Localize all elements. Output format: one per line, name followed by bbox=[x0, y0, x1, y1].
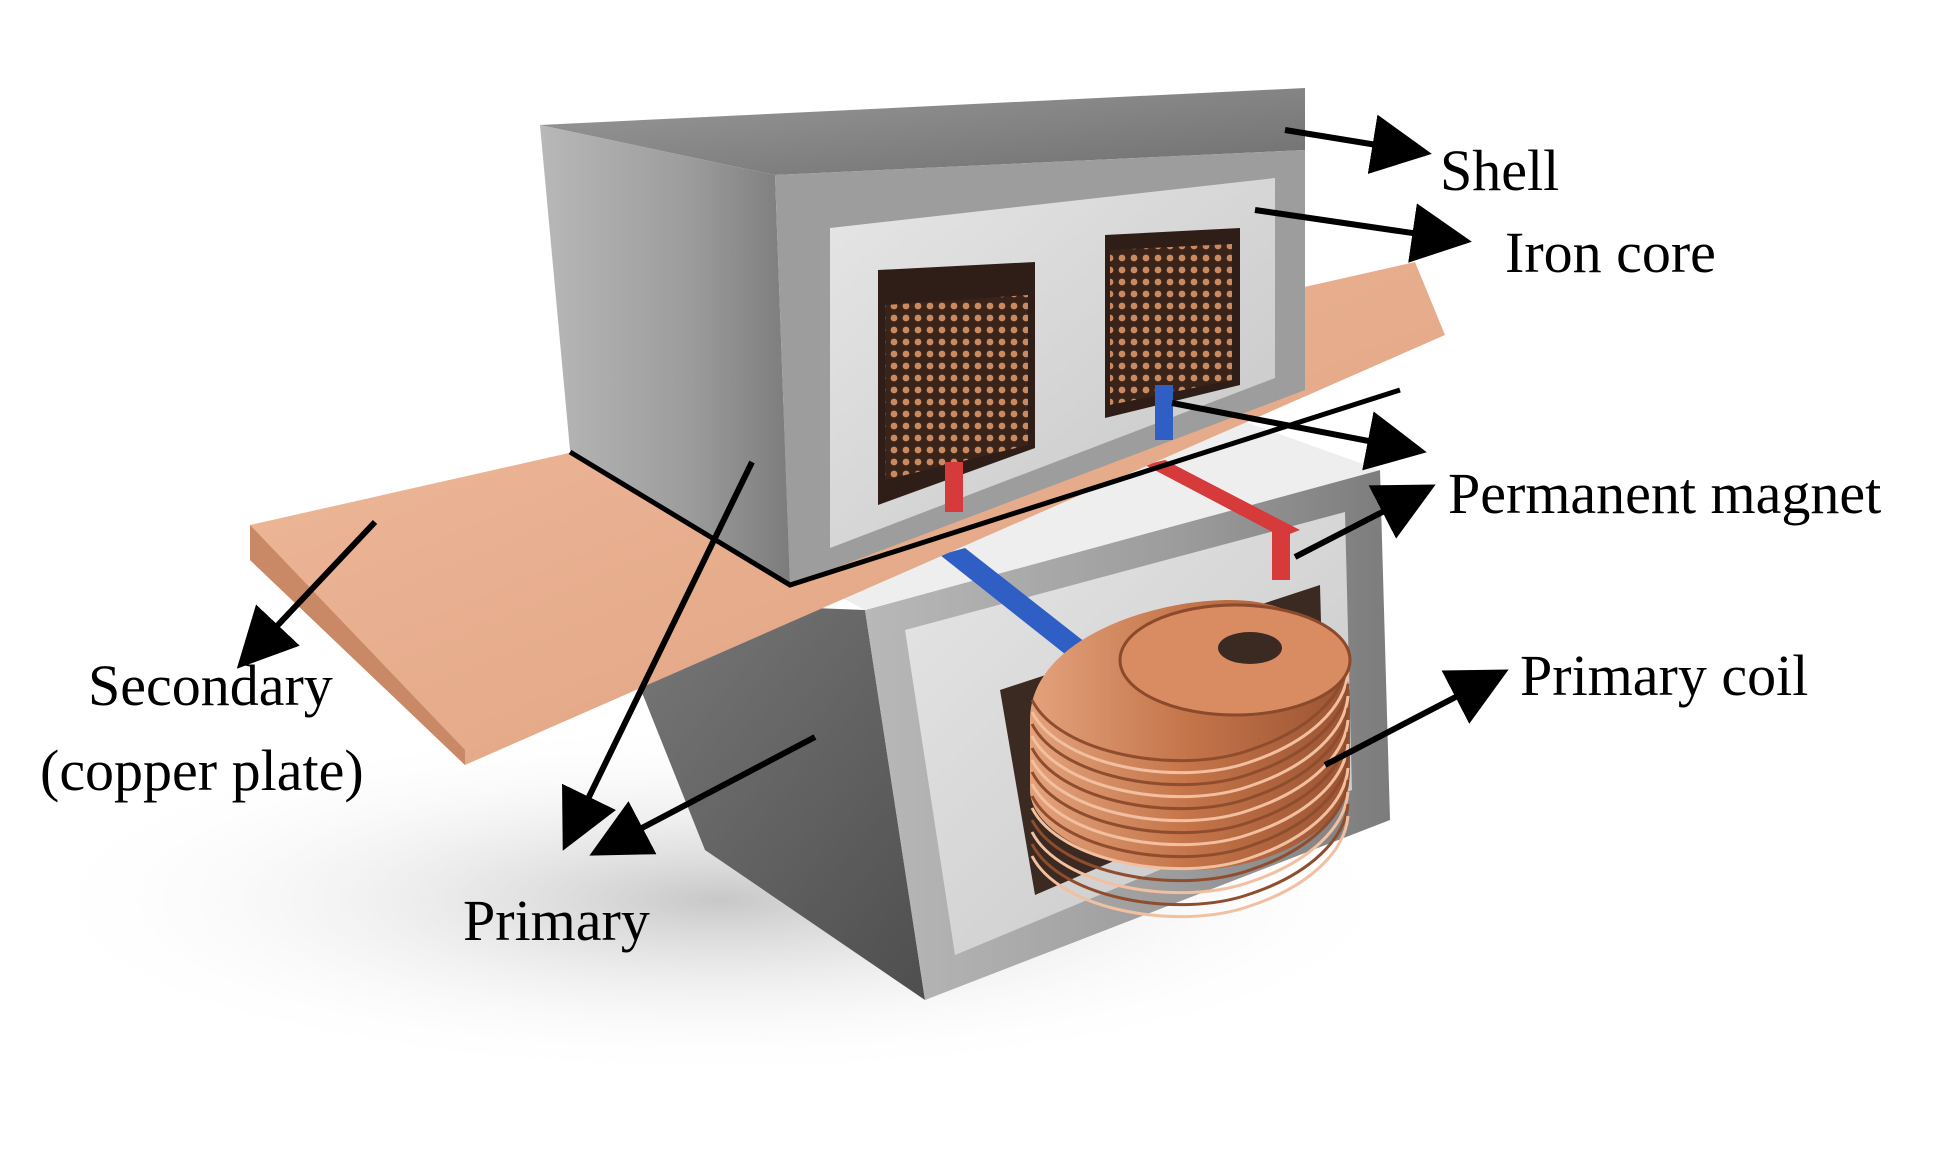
coil-turn bbox=[1030, 683, 1350, 787]
label-primary-coil: Primary coil bbox=[1520, 643, 1808, 708]
magnet-south-stripe-lower bbox=[940, 548, 1095, 658]
arrow-permanent-magnet-1 bbox=[1171, 400, 1427, 471]
coil-turn bbox=[1030, 671, 1350, 775]
label-shell: Shell bbox=[1440, 138, 1559, 203]
arrow-permanent-magnet-2 bbox=[1293, 484, 1436, 560]
arrow-iron-core bbox=[1254, 203, 1472, 263]
upper-primary-block bbox=[540, 88, 1401, 588]
primary-coil bbox=[1030, 600, 1352, 919]
coil-turn bbox=[1030, 815, 1350, 919]
magnet-north-upper bbox=[945, 462, 963, 512]
label-permanent-magnet: Permanent magnet bbox=[1448, 461, 1881, 526]
label-secondary: Secondary bbox=[88, 653, 333, 718]
annotation-arrows bbox=[236, 114, 1509, 856]
coil-turn bbox=[1030, 659, 1350, 763]
coil-turn bbox=[1030, 767, 1350, 871]
coil-turn bbox=[1030, 707, 1350, 811]
arrow-primary-from-upper bbox=[562, 460, 755, 851]
arrow-primary-coil bbox=[1323, 669, 1509, 768]
coil-turn bbox=[1030, 743, 1350, 847]
magnet-north-leg bbox=[1272, 532, 1290, 580]
coil-turn bbox=[1030, 719, 1350, 823]
coil-turns bbox=[1030, 659, 1350, 919]
coil-turn bbox=[1030, 731, 1350, 835]
arrow-primary-from-lower bbox=[589, 734, 817, 856]
upper-shell-side-face bbox=[540, 125, 790, 585]
lower-shell-side-face bbox=[605, 600, 925, 1000]
arrow-secondary bbox=[236, 519, 378, 669]
coil-turn bbox=[1030, 803, 1350, 907]
coil-turn bbox=[1030, 695, 1350, 799]
upper-shell-top-face bbox=[540, 88, 1305, 175]
upper-right-winding-face bbox=[1110, 244, 1232, 405]
coil-inner-hole bbox=[1218, 632, 1282, 664]
coil-turn bbox=[1030, 779, 1350, 883]
label-iron-core: Iron core bbox=[1505, 220, 1716, 285]
label-secondary-copper-plate: (copper plate) bbox=[40, 738, 364, 803]
arrow-shell bbox=[1284, 114, 1432, 174]
label-primary: Primary bbox=[463, 888, 650, 953]
magnet-north-stripe-lower bbox=[1145, 460, 1300, 537]
secondary-copper-plate-edge bbox=[250, 525, 465, 765]
coil-turn bbox=[1030, 755, 1350, 859]
air-gap-edge-line bbox=[568, 387, 1401, 588]
magnet-south-upper bbox=[1155, 385, 1173, 440]
upper-left-winding-face bbox=[885, 295, 1028, 480]
coil-turn bbox=[1030, 791, 1350, 895]
